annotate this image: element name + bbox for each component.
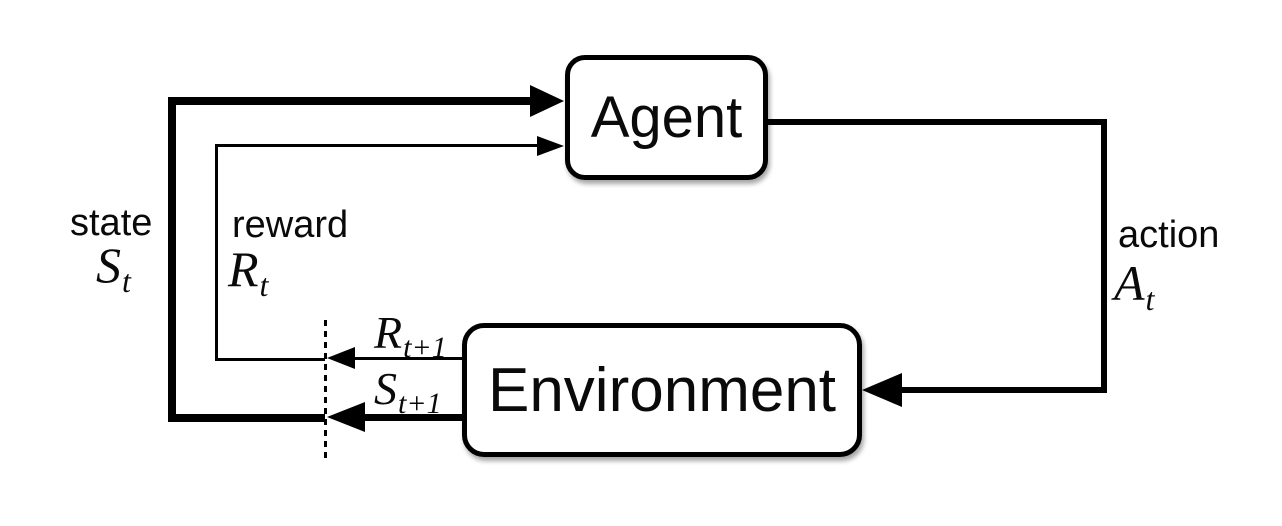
- next-reward-symbol: R: [374, 307, 403, 358]
- reward-line-left-vertical: [215, 144, 218, 361]
- state-symbol: S: [96, 237, 121, 293]
- time-step-separator-dashed-line: [324, 320, 327, 462]
- state-symbol-label: St: [96, 240, 131, 297]
- next-reward-line: [355, 357, 462, 360]
- state-line-top-horizontal: [168, 97, 530, 105]
- next-state-symbol-subscript: t+1: [398, 387, 442, 420]
- next-reward-symbol-subscript: t+1: [403, 331, 447, 364]
- action-line-bottom-horizontal: [900, 387, 1107, 393]
- agent-node-label: Agent: [590, 85, 743, 150]
- reward-symbol: R: [228, 241, 259, 297]
- next-reward-symbol-label: Rt+1: [374, 310, 447, 363]
- state-line-bottom-horizontal: [168, 414, 325, 422]
- next-state-symbol: S: [374, 363, 397, 414]
- reward-symbol-label: Rt: [228, 244, 268, 301]
- next-state-line: [365, 414, 462, 421]
- action-symbol-label: At: [1114, 258, 1154, 315]
- reward-arrowhead-into-agent-icon: [537, 136, 564, 156]
- next-reward-arrowhead-icon: [327, 347, 355, 369]
- environment-node: Environment: [462, 323, 862, 457]
- action-line-top-horizontal: [768, 119, 1107, 125]
- state-line-left-vertical: [168, 97, 176, 422]
- state-arrowhead-into-agent-icon: [530, 85, 564, 117]
- reward-line-bottom-horizontal: [215, 358, 325, 361]
- reward-symbol-subscript: t: [259, 267, 269, 303]
- state-word-label: state: [70, 202, 153, 244]
- action-symbol-subscript: t: [1145, 281, 1155, 317]
- environment-node-label: Environment: [487, 355, 837, 425]
- action-line-right-vertical: [1101, 119, 1107, 393]
- action-symbol: A: [1114, 255, 1145, 311]
- state-symbol-subscript: t: [122, 263, 131, 299]
- action-arrowhead-into-environment-icon: [862, 373, 902, 407]
- agent-node: Agent: [565, 55, 768, 180]
- next-state-symbol-label: St+1: [374, 366, 442, 419]
- reward-word-label: reward: [232, 204, 349, 246]
- action-word-label: action: [1118, 214, 1220, 256]
- next-state-arrowhead-icon: [327, 402, 365, 432]
- reward-line-top-horizontal: [215, 144, 538, 147]
